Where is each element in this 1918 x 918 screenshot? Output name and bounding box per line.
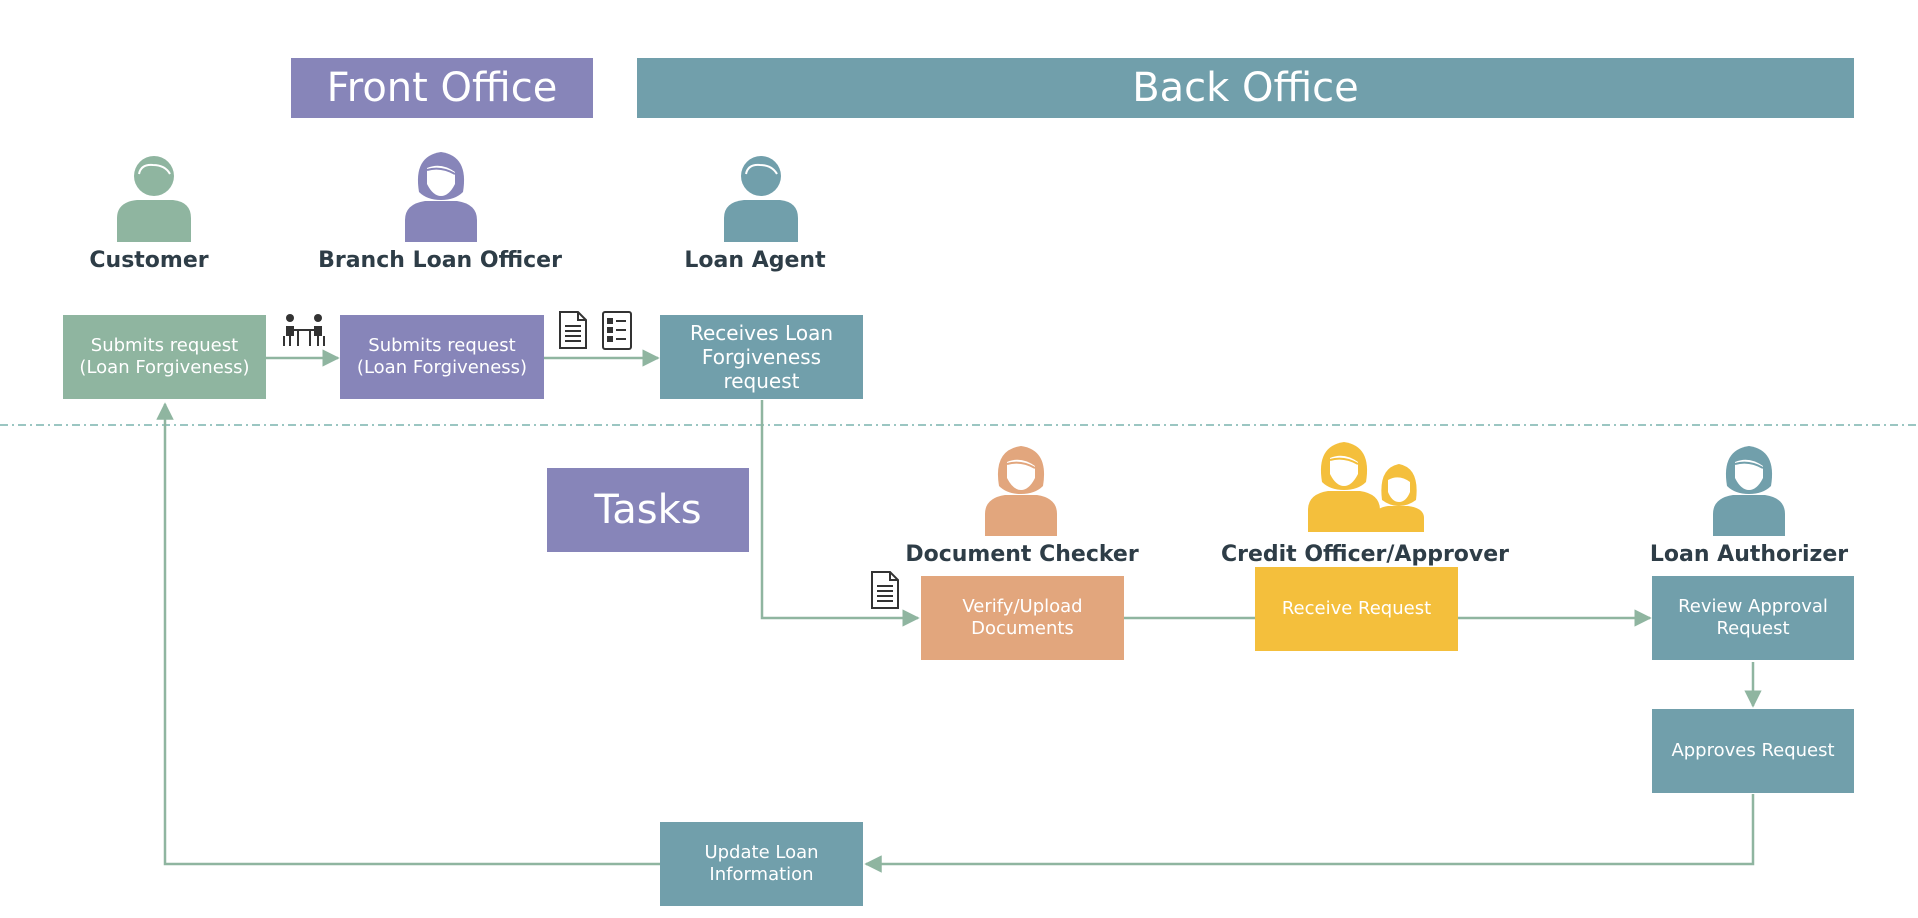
tasks-header: Tasks xyxy=(547,468,749,552)
role-customer: Customer xyxy=(89,248,209,273)
document-icon xyxy=(559,311,587,349)
person-female-icon xyxy=(405,152,477,242)
meeting-icon xyxy=(283,314,325,346)
role-loan-authorizer: Loan Authorizer xyxy=(1649,542,1849,567)
update-loan-box: Update Loan Information xyxy=(660,822,863,906)
review-approval-box: Review Approval Request xyxy=(1652,576,1854,660)
verify-documents-box: Verify/Upload Documents xyxy=(921,576,1124,660)
arrow-agent-to-verify xyxy=(760,400,920,627)
document-icon xyxy=(871,571,899,609)
role-branch-loan-officer: Branch Loan Officer xyxy=(318,248,562,273)
back-office-header: Back Office xyxy=(637,58,1854,118)
arrow-update-to-customer xyxy=(156,402,660,866)
person-male-icon xyxy=(117,156,191,242)
person-female-icon xyxy=(1713,446,1785,536)
person-female-icon xyxy=(985,446,1057,536)
role-loan-agent: Loan Agent xyxy=(684,248,826,273)
front-office-header: Front Office xyxy=(291,58,593,118)
arrow-approves-to-update xyxy=(864,794,1755,873)
group-icon xyxy=(1308,442,1424,532)
checklist-icon xyxy=(602,311,632,350)
person-male-icon xyxy=(724,156,798,242)
customer-submit-box: Submits request (Loan Forgiveness) xyxy=(63,315,266,399)
agent-receive-box: Receives Loan Forgiveness request xyxy=(660,315,863,399)
role-document-checker: Document Checker xyxy=(905,542,1139,567)
approves-request-box: Approves Request xyxy=(1652,709,1854,793)
receive-request-box: Receive Request xyxy=(1255,567,1458,651)
role-credit-officer: Credit Officer/Approver xyxy=(1220,542,1510,567)
officer-submit-box: Submits request (Loan Forgiveness) xyxy=(340,315,544,399)
